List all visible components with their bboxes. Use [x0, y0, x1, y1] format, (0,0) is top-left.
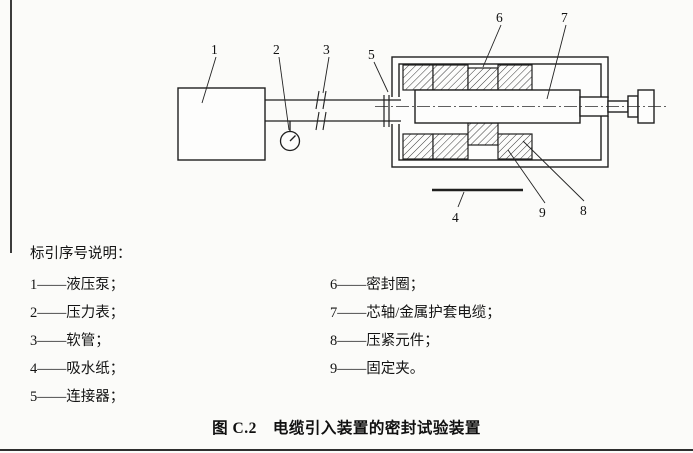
legend-item-4: 4——吸水纸；	[30, 361, 125, 377]
hose-entry-opening	[390, 97, 401, 124]
gland-bottom-assembly	[402, 122, 533, 160]
legend: 标引序号说明： 1——液压泵； 2——压力表； 3——软管； 4——吸水纸； 5…	[30, 240, 679, 411]
legend-title: 标引序号说明：	[30, 246, 132, 262]
callout-8: 8	[580, 203, 587, 218]
callout-9: 9	[539, 205, 546, 220]
legend-item-2: 2——压力表；	[30, 305, 125, 321]
pump-box	[177, 87, 266, 161]
figure-caption: 图 C.2 电缆引入装置的密封试验装置	[212, 420, 481, 437]
page-edge-line-bottom	[0, 449, 693, 451]
legend-item-8: 8——压紧元件；	[330, 333, 439, 349]
gland-top-assembly	[402, 64, 533, 91]
callout-6: 6	[496, 10, 503, 25]
callout-7: 7	[561, 10, 568, 25]
callout-4: 4	[452, 210, 459, 225]
seal-ring-top	[467, 67, 499, 91]
technical-diagram: 1 2 3 5 6 7 4 9 8	[177, 10, 668, 225]
legend-item-3: 3——软管；	[30, 333, 110, 349]
legend-item-1: 1——液压泵；	[30, 277, 125, 293]
page-edge-line-left	[10, 0, 12, 253]
legend-item-7: 7——芯轴/金属护套电缆；	[330, 305, 501, 321]
callout-5: 5	[368, 47, 375, 62]
legend-column-right: 6——密封圈； 7——芯轴/金属护套电缆； 8——压紧元件； 9——固定夹。	[330, 271, 501, 411]
figure-area: 1 2 3 5 6 7 4 9 8	[177, 10, 668, 225]
callout-2: 2	[273, 42, 280, 57]
pressure-gauge	[279, 121, 301, 152]
leader-lines	[201, 24, 585, 208]
callout-1: 1	[211, 42, 218, 57]
hose-break-marks	[315, 90, 327, 131]
connector-flange	[383, 95, 390, 127]
callout-3: 3	[323, 42, 330, 57]
legend-item-9: 9——固定夹。	[330, 361, 425, 377]
compression-element	[467, 122, 499, 146]
legend-column-left: 1——液压泵； 2——压力表； 3——软管； 4——吸水纸； 5——连接器；	[30, 271, 330, 411]
legend-columns: 1——液压泵； 2——压力表； 3——软管； 4——吸水纸； 5——连接器； 6…	[30, 271, 679, 411]
legend-item-5: 5——连接器；	[30, 389, 125, 405]
legend-item-6: 6——密封圈；	[330, 277, 425, 293]
